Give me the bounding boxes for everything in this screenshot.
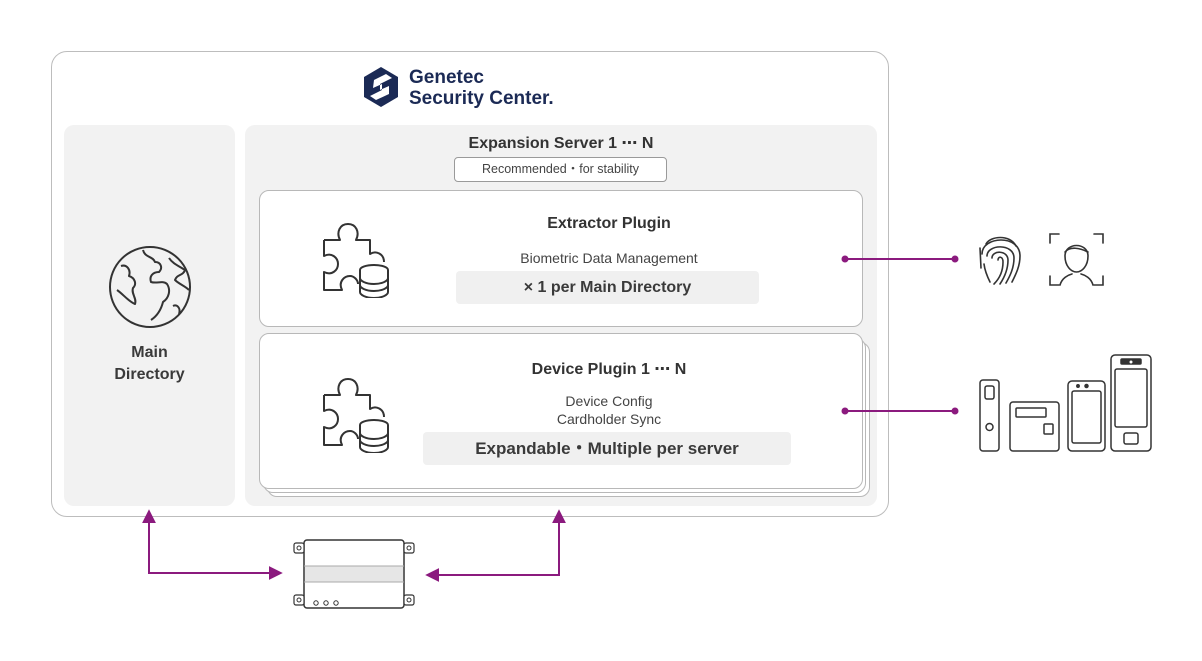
- globe-icon: [109, 246, 191, 328]
- main-directory-controller-arrow: [142, 509, 283, 580]
- extractor-plugin-pill: × 1 per Main Directory: [456, 271, 759, 304]
- device-plugin-title: Device Plugin 1 ⋯ N: [531, 361, 687, 378]
- genetec-logo: Genetec Security Center.: [362, 66, 592, 112]
- face-terminal-icon: [1110, 354, 1152, 452]
- expansion-server-title: Expansion Server 1 ⋯ N: [468, 135, 654, 152]
- brand-line-1: Genetec: [409, 67, 484, 88]
- device-plugin-card: Device Plugin 1 ⋯ N Device Config Cardho…: [259, 333, 863, 489]
- expansion-server-controller-arrow: [425, 509, 566, 582]
- face-scan-icon: [1049, 233, 1104, 286]
- device-plugin-subtitle-1: Device Config: [565, 393, 653, 409]
- slim-reader-icon: [979, 379, 1000, 452]
- extractor-plugin-subtitle: Biometric Data Management: [520, 250, 698, 266]
- stability-badge: Recommended・for stability: [454, 157, 667, 182]
- puzzle-database-icon: [323, 223, 389, 298]
- extractor-biometric-connector: [841, 255, 959, 263]
- genetec-logo-icon: [364, 67, 398, 107]
- main-directory-panel: [64, 125, 235, 506]
- puzzle-database-icon: [323, 378, 389, 453]
- device-plugin-connector: [841, 407, 959, 415]
- brand-name: Genetec Security Center.: [409, 67, 554, 109]
- main-directory-label: Main Directory: [114, 344, 185, 383]
- fingerprint-icon: [979, 236, 1021, 285]
- extractor-plugin-title: Extractor Plugin: [547, 215, 671, 232]
- controller-box-icon: [293, 539, 415, 609]
- device-plugin-subtitle-2: Cardholder Sync: [556, 411, 662, 427]
- keypad-reader-icon: [1009, 401, 1060, 452]
- device-plugin-pill: Expandable・Multiple per server: [423, 432, 791, 465]
- extractor-plugin-card: Extractor Plugin Biometric Data Manageme…: [259, 190, 863, 327]
- brand-line-2: Security Center.: [409, 88, 554, 109]
- terminal-icon: [1067, 380, 1106, 452]
